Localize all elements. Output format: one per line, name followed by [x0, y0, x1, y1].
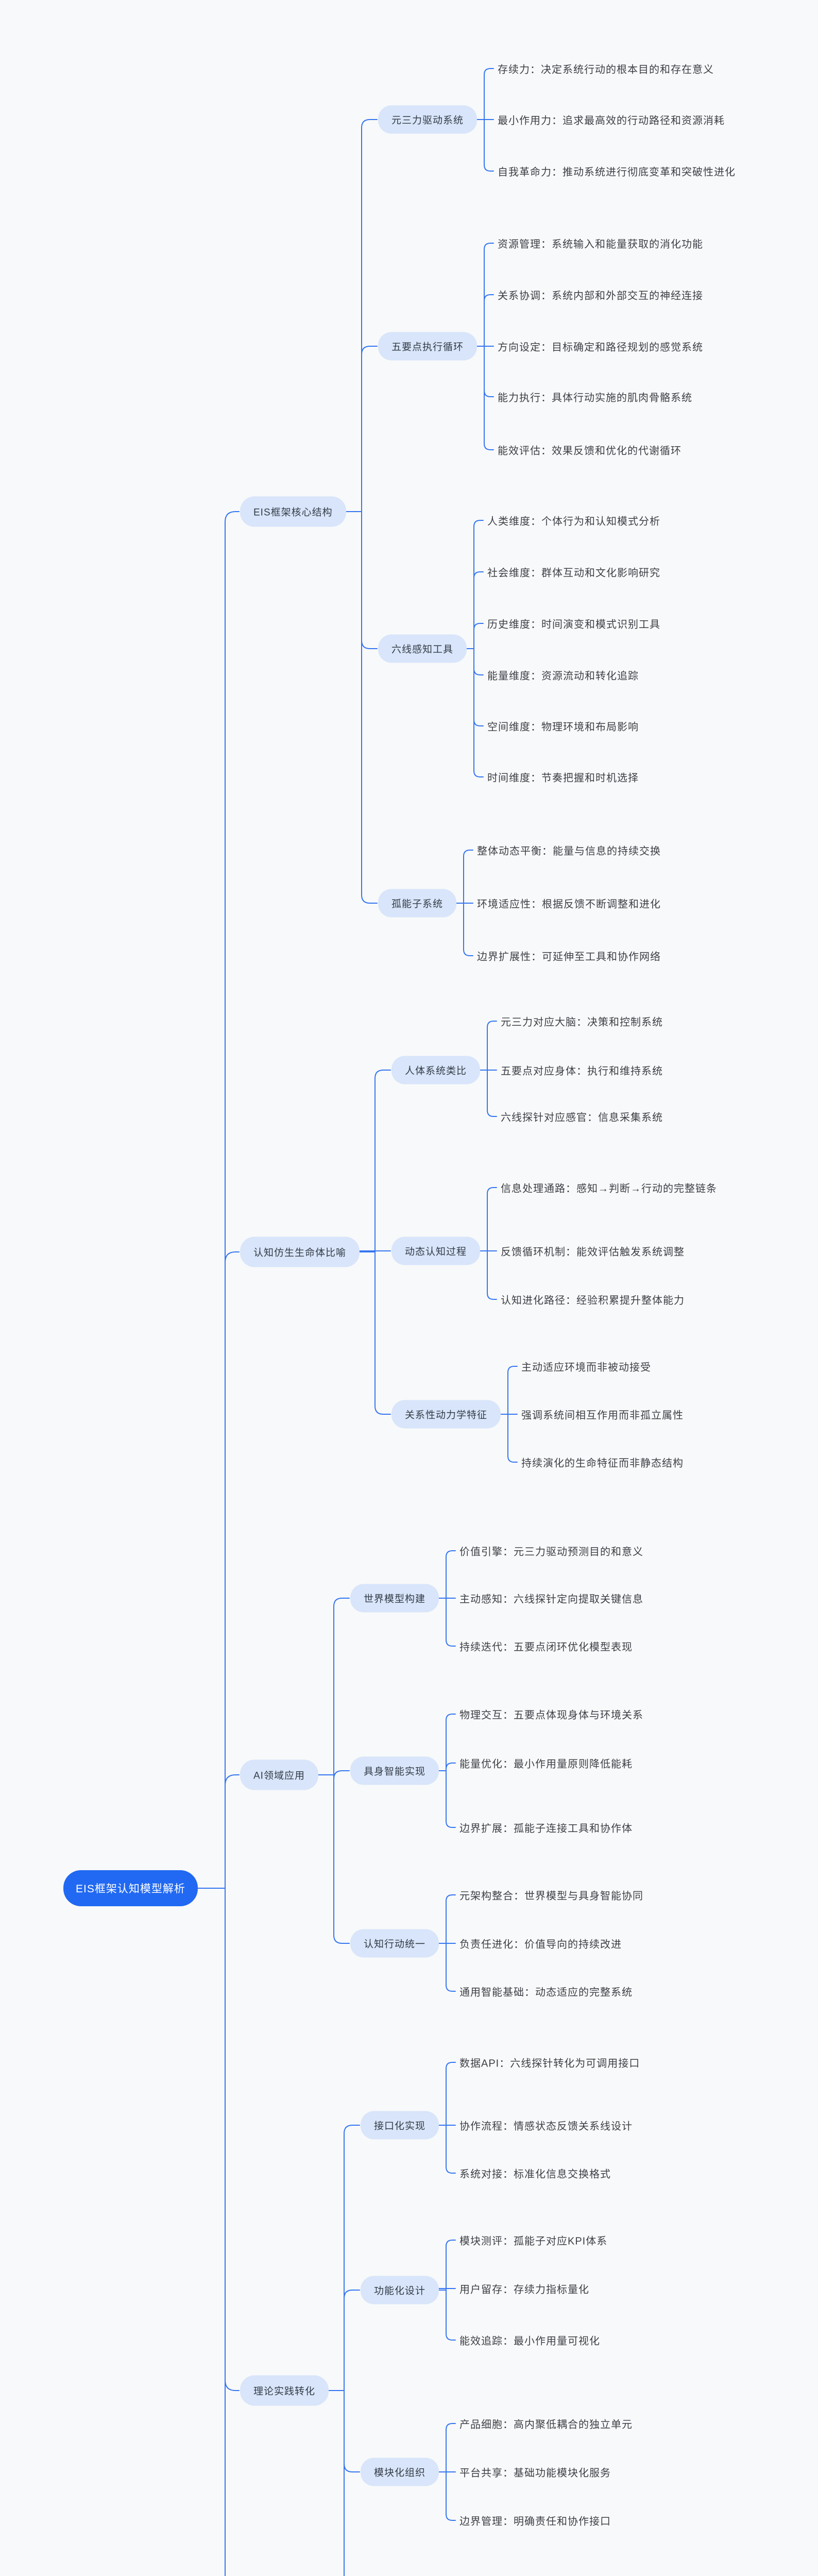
leaf-topic[interactable]: 负责任进化：价值导向的持续改进: [459, 1939, 622, 1951]
leaf-topic[interactable]: 平台共享：基础功能模块化服务: [459, 2467, 611, 2479]
leaf-topic[interactable]: 元架构整合：世界模型与具身智能协同: [459, 1890, 643, 1902]
leaf-topic[interactable]: 边界扩展性：可延伸至工具和协作网络: [477, 951, 661, 963]
leaf-topic[interactable]: 边界管理：明确责任和协作接口: [459, 2516, 611, 2528]
leaf-topic[interactable]: 认知进化路径：经验积累提升整体能力: [501, 1295, 685, 1307]
sub-topic[interactable]: 六线感知工具: [378, 634, 467, 663]
leaf-topic[interactable]: 元三力对应大脑：决策和控制系统: [501, 1016, 663, 1028]
branch-topic[interactable]: 认知仿生生命体比喻: [240, 1236, 360, 1267]
leaf-topic[interactable]: 价值引擎：元三力驱动预测目的和意义: [459, 1546, 643, 1558]
leaf-topic[interactable]: 六线探针对应感官：信息采集系统: [501, 1112, 663, 1124]
leaf-topic[interactable]: 反馈循环机制：能效评估触发系统调整: [501, 1246, 685, 1258]
leaf-topic[interactable]: 时间维度：节奏把握和时机选择: [487, 772, 639, 784]
leaf-topic[interactable]: 能量维度：资源流动和转化追踪: [487, 670, 639, 682]
leaf-topic[interactable]: 系统对接：标准化信息交换格式: [459, 2168, 611, 2180]
leaf-topic[interactable]: 历史维度：时间演变和模式识别工具: [487, 619, 660, 631]
sub-topic[interactable]: 具身智能实现: [350, 1756, 439, 1785]
leaf-topic[interactable]: 能力执行：具体行动实施的肌肉骨骼系统: [498, 392, 692, 404]
leaf-topic[interactable]: 五要点对应身体：执行和维持系统: [501, 1065, 663, 1077]
leaf-topic[interactable]: 持续演化的生命特征而非静态结构: [521, 1458, 684, 1469]
sub-topic[interactable]: 人体系统类比: [391, 1056, 481, 1084]
leaf-topic[interactable]: 整体动态平衡：能量与信息的持续交换: [477, 845, 661, 857]
sub-topic[interactable]: 动态认知过程: [391, 1236, 481, 1265]
leaf-topic[interactable]: 人类维度：个体行为和认知模式分析: [487, 516, 660, 528]
leaf-topic[interactable]: 协作流程：情感状态反馈关系线设计: [459, 2121, 633, 2132]
branch-topic[interactable]: EIS框架核心结构: [240, 496, 346, 527]
leaf-topic[interactable]: 通用智能基础：动态适应的完整系统: [459, 1987, 633, 1998]
leaf-topic[interactable]: 存续力：决定系统行动的根本目的和存在意义: [498, 64, 714, 76]
leaf-topic[interactable]: 持续迭代：五要点闭环优化模型表现: [459, 1641, 633, 1653]
branch-topic[interactable]: 理论实践转化: [240, 2375, 329, 2406]
leaf-topic[interactable]: 自我革命力：推动系统进行彻底变革和突破性进化: [498, 166, 736, 178]
sub-topic[interactable]: 模块化组织: [361, 2458, 439, 2486]
leaf-topic[interactable]: 模块测评：孤能子对应KPI体系: [459, 2235, 608, 2247]
sub-topic[interactable]: 认知行动统一: [350, 1929, 439, 1958]
leaf-topic[interactable]: 产品细胞：高内聚低耦合的独立单元: [459, 2419, 633, 2431]
sub-topic[interactable]: 世界模型构建: [350, 1584, 439, 1613]
leaf-topic[interactable]: 用户留存：存续力指标量化: [459, 2284, 589, 2296]
leaf-topic[interactable]: 强调系统间相互作用而非孤立属性: [521, 1410, 684, 1421]
sub-topic[interactable]: 接口化实现: [361, 2111, 439, 2140]
sub-topic[interactable]: 孤能子系统: [378, 889, 457, 918]
leaf-topic[interactable]: 空间维度：物理环境和布局影响: [487, 721, 639, 733]
leaf-topic[interactable]: 社会维度：群体互动和文化影响研究: [487, 567, 660, 579]
branch-topic[interactable]: AI领域应用: [240, 1759, 318, 1790]
leaf-topic[interactable]: 最小作用力：追求最高效的行动路径和资源消耗: [498, 115, 725, 127]
sub-topic[interactable]: 关系性动力学特征: [391, 1400, 501, 1429]
leaf-topic[interactable]: 能效评估：效果反馈和优化的代谢循环: [498, 445, 681, 457]
leaf-topic[interactable]: 信息处理通路：感知→判断→行动的完整链条: [501, 1183, 717, 1195]
sub-topic[interactable]: 功能化设计: [361, 2276, 439, 2304]
leaf-topic[interactable]: 主动感知：六线探针定向提取关键信息: [459, 1594, 643, 1605]
leaf-topic[interactable]: 资源管理：系统输入和能量获取的消化功能: [498, 239, 703, 250]
leaf-topic[interactable]: 主动适应环境而非被动接受: [521, 1362, 651, 1374]
leaf-topic[interactable]: 能效追踪：最小作用量可视化: [459, 2335, 600, 2347]
root-topic[interactable]: EIS框架认知模型解析: [63, 1870, 198, 1906]
leaf-topic[interactable]: 边界扩展：孤能子连接工具和协作体: [459, 1823, 633, 1835]
leaf-topic[interactable]: 能量优化：最小作用量原则降低能耗: [459, 1758, 633, 1770]
sub-topic[interactable]: 元三力驱动系统: [378, 105, 478, 134]
leaf-topic[interactable]: 数据API：六线探针转化为可调用接口: [459, 2058, 640, 2070]
leaf-topic[interactable]: 方向设定：目标确定和路径规划的感觉系统: [498, 342, 703, 353]
leaf-topic[interactable]: 环境适应性：根据反馈不断调整和进化: [477, 899, 661, 910]
leaf-topic[interactable]: 关系协调：系统内部和外部交互的神经连接: [498, 290, 703, 302]
sub-topic[interactable]: 五要点执行循环: [378, 332, 478, 361]
leaf-topic[interactable]: 物理交互：五要点体现身体与环境关系: [459, 1709, 643, 1721]
